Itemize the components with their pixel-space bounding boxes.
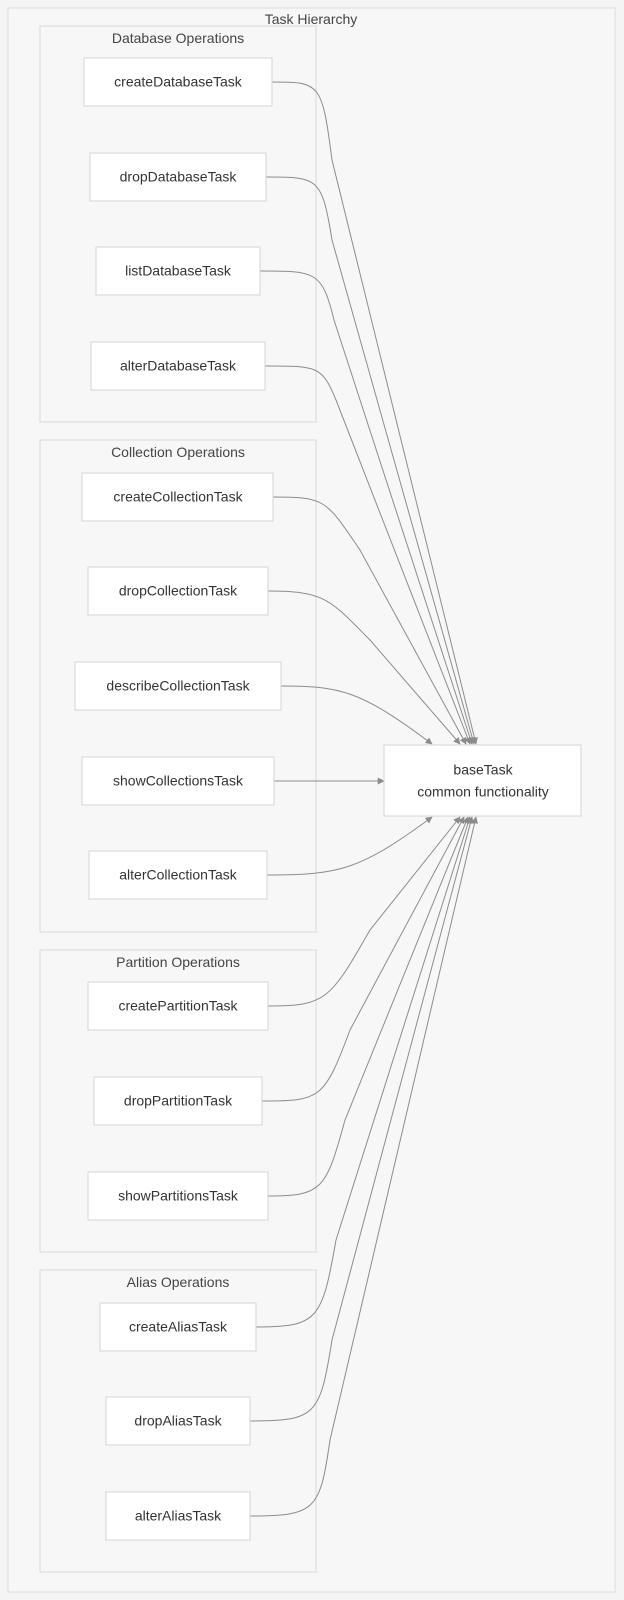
edge-dropPartitionTask: [261, 816, 465, 1102]
node-alterCollectionTask: alterCollectionTask: [119, 867, 237, 883]
node-createAliasTask-box: [99, 1302, 257, 1352]
node-showCollectionsTask: showCollectionsTask: [113, 773, 244, 789]
node-dropDatabaseTask-box: [89, 152, 267, 202]
edge-showPartitionsTask: [267, 816, 469, 1197]
edge-alterDatabaseTask: [264, 365, 471, 745]
diagram-title: Task Hierarchy: [265, 11, 358, 27]
node-createDatabaseTask: createDatabaseTask: [114, 74, 243, 90]
node-dropDatabaseTask: dropDatabaseTask: [120, 169, 238, 185]
edge-dropDatabaseTask: [265, 176, 476, 745]
node-dropPartitionTask-box: [93, 1076, 263, 1126]
node-alterAliasTask: alterAliasTask: [135, 1508, 222, 1524]
edge-createCollectionTask: [272, 496, 467, 745]
edge-listDatabaseTask: [259, 270, 474, 745]
node-dropAliasTask-box: [105, 1396, 251, 1446]
group-collection-title: Collection Operations: [111, 444, 245, 460]
group-partition-title: Partition Operations: [116, 954, 240, 970]
edge-describeCollectionTask: [280, 685, 433, 745]
node-dropPartitionTask: dropPartitionTask: [124, 1093, 233, 1109]
node-listDatabaseTask: listDatabaseTask: [125, 263, 232, 279]
edge-createDatabaseTask: [271, 81, 478, 745]
edge-alterCollectionTask: [266, 816, 433, 876]
node-showCollectionsTask-box: [81, 756, 275, 806]
edge-createPartitionTask: [267, 816, 461, 1007]
node-alterCollectionTask-box: [88, 850, 268, 900]
node-showPartitionsTask: showPartitionsTask: [118, 1188, 239, 1204]
node-createCollectionTask-box: [81, 472, 274, 522]
edge-dropCollectionTask: [267, 590, 461, 745]
node-listDatabaseTask-box: [95, 246, 261, 296]
node-baseTask-line1: baseTask: [453, 762, 513, 778]
node-alterDatabaseTask-box: [90, 341, 266, 391]
group-alias-title: Alias Operations: [127, 1274, 230, 1290]
node-createPartitionTask-box: [87, 981, 269, 1031]
edge-alterAliasTask: [249, 816, 478, 1517]
node-createPartitionTask: createPartitionTask: [118, 998, 238, 1014]
edges: [249, 81, 478, 1517]
node-alterDatabaseTask: alterDatabaseTask: [120, 358, 237, 374]
node-describeCollectionTask-box: [74, 661, 282, 711]
node-dropCollectionTask: dropCollectionTask: [119, 583, 238, 599]
node-baseTask-line2: common functionality: [417, 784, 549, 800]
node-alterAliasTask-box: [105, 1491, 251, 1541]
node-createAliasTask: createAliasTask: [129, 1319, 228, 1335]
node-baseTask-box: [383, 744, 582, 817]
edge-dropAliasTask: [249, 816, 474, 1422]
node-showPartitionsTask-box: [87, 1171, 269, 1221]
node-createCollectionTask: createCollectionTask: [113, 489, 243, 505]
node-describeCollectionTask: describeCollectionTask: [106, 678, 250, 694]
node-dropCollectionTask-box: [87, 566, 269, 616]
node-dropAliasTask: dropAliasTask: [134, 1413, 222, 1429]
group-database-title: Database Operations: [112, 30, 244, 46]
edge-createAliasTask: [255, 816, 472, 1328]
node-createDatabaseTask-box: [83, 57, 273, 107]
